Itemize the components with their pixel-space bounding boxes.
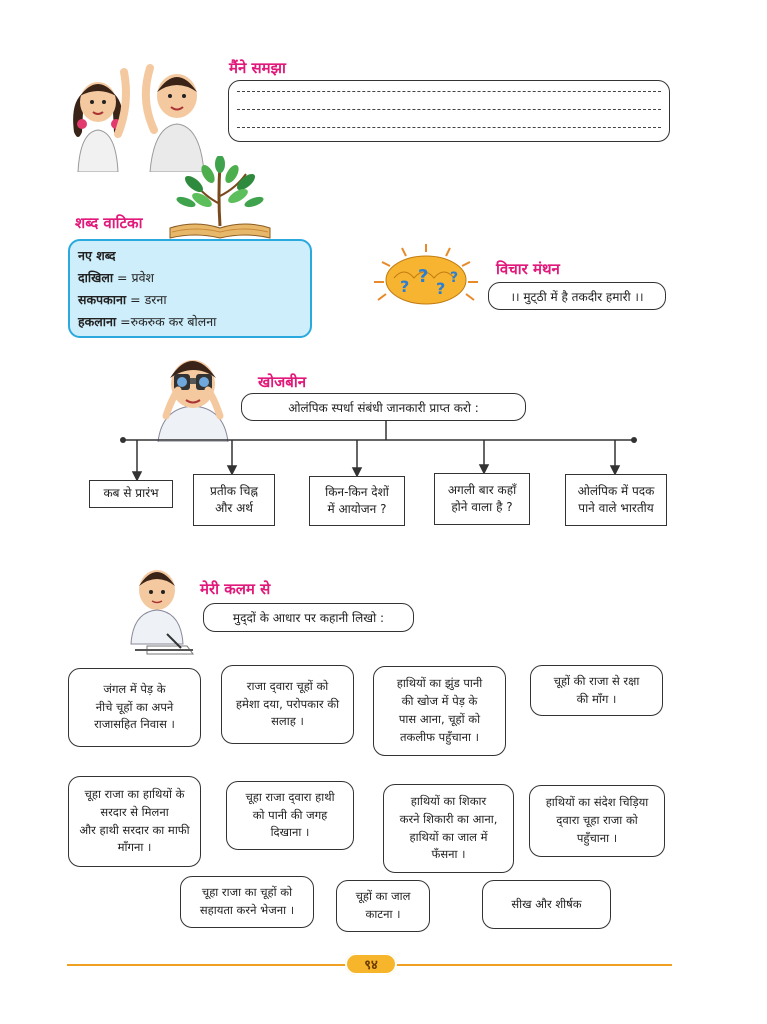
story-point: चूहा राजा का चूहों कोसहायता करने भेजना । — [180, 876, 314, 928]
vocab-box-title: नए शब्द — [78, 248, 116, 263]
boy-with-binoculars-illustration — [148, 350, 238, 443]
page-number-badge: ९४ — [345, 953, 397, 975]
research-box-text: अगली बार कहाँ — [447, 482, 517, 497]
story-point: जंगल में पेड़ केनीचे चूहों का अपनेराजासह… — [68, 668, 201, 747]
research-box-text: होने वाला है ? — [451, 500, 513, 514]
svg-text:?: ? — [436, 279, 445, 298]
writing-prompt: मुद्‌दों के आधार पर कहानी लिखो : — [232, 611, 385, 625]
vocab-item: हकलाना =रुकरुक कर बोलना — [78, 314, 217, 329]
story-point: हाथियों का संदेश चिड़ियाद्‌वारा चूहा राज… — [529, 785, 665, 857]
research-box-text: और अर्थ — [215, 501, 253, 515]
answer-line-3 — [237, 127, 661, 128]
story-point: चूहों की राजा से रक्षाकी माँग । — [530, 665, 663, 716]
vocab-item: सकपकाना = डरना — [78, 292, 167, 307]
research-box: कब से प्रारंभ — [89, 480, 173, 508]
vocab-item: दाखिला = प्रवेश — [78, 270, 155, 285]
svg-text:?: ? — [400, 277, 409, 296]
plant-on-book-icon — [168, 155, 273, 240]
story-point: हाथियों का झुंड पानीकी खोज में पेड़ केपा… — [373, 666, 506, 756]
story-point: सीख और शीर्षक — [482, 880, 611, 929]
boy-writing-illustration — [125, 564, 195, 660]
research-box: ओलंपिक में पदक पाने वाले भारतीय — [565, 474, 667, 526]
research-prompt-box: ओलंपिक स्पर्धा संबंधी जानकारी प्राप्त कर… — [241, 393, 526, 421]
research-box-text: ओलंपिक में पदक — [577, 483, 655, 498]
brainstorm-quote: ।। मुट्‌ठी में है तकदीर हमारी ।। — [510, 289, 644, 304]
understood-answer-box[interactable] — [228, 80, 670, 142]
research-box-text: पाने वाले भारतीय — [578, 501, 654, 515]
research-box-text: कब से प्रारंभ — [103, 486, 159, 501]
story-point: राजा द्‌वारा चूहों कोहमेशा दया, परोपकार … — [221, 665, 354, 744]
children-raising-hands-illustration — [62, 52, 222, 173]
research-box-text: किन-किन देशों — [325, 484, 389, 499]
research-box: किन-किन देशों में आयोजन ? — [309, 476, 405, 526]
vocab-heading: शब्द वाटिका — [75, 214, 143, 232]
research-box: अगली बार कहाँ होने वाला है ? — [434, 473, 530, 525]
research-box-text: प्रतीक चिह्न — [210, 483, 258, 498]
story-point: चूहा राजा का हाथियों केसरदार से मिलनाऔर … — [68, 776, 201, 867]
answer-line-2 — [237, 109, 661, 110]
understood-heading: मैंने समझा — [229, 59, 286, 77]
research-box: प्रतीक चिह्न और अर्थ — [193, 474, 275, 526]
brainstorm-quote-box: ।। मुट्‌ठी में है तकदीर हमारी ।। — [488, 282, 666, 310]
vocab-box: नए शब्द दाखिला = प्रवेश सकपकाना = डरना ह… — [68, 239, 312, 338]
answer-line-1 — [237, 91, 661, 92]
research-box-text: में आयोजन ? — [327, 502, 387, 516]
svg-text:?: ? — [418, 266, 428, 287]
page-number: ९४ — [364, 958, 378, 973]
svg-text:?: ? — [450, 270, 458, 286]
writing-prompt-box: मुद्‌दों के आधार पर कहानी लिखो : — [203, 603, 414, 632]
brain-idea-icon: ? ? ? ? — [372, 242, 480, 306]
brainstorm-heading: विचार मंथन — [496, 260, 560, 278]
research-prompt: ओलंपिक स्पर्धा संबंधी जानकारी प्राप्त कर… — [288, 400, 479, 415]
research-heading: खोजबीन — [258, 373, 307, 391]
writing-heading: मेरी कलम से — [200, 580, 271, 598]
